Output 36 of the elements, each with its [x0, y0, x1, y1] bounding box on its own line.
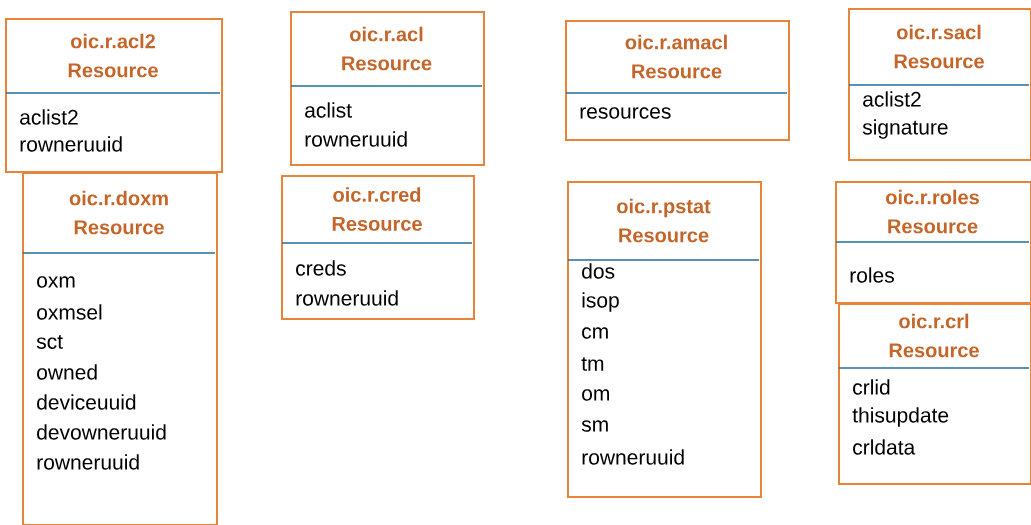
attribute-text: rowneruuid [20, 136, 122, 152]
attribute-text: aclist2 [20, 109, 78, 125]
attribute-text: rowneruuid [305, 131, 407, 147]
attribute-text: sm [581, 420, 608, 432]
attribute-text: aclist2 [863, 91, 921, 107]
attribute-text: roles [850, 267, 894, 283]
attribute-text: tm [581, 357, 604, 371]
attribute-text: om [582, 389, 609, 401]
attribute-text: owned [37, 364, 97, 380]
attribute-text: cm [582, 327, 608, 339]
attribute-text: resources [580, 107, 671, 119]
heading-text: oic.r.doxm Resource [69, 190, 168, 235]
attribute-text: oxmsel [37, 304, 102, 320]
heading-text: oic.r.crl Resource [889, 313, 979, 358]
attribute-text: sct [36, 335, 63, 349]
attribute-text: rowneruuid [582, 449, 684, 465]
heading-text: oic.r.acl2 Resource [68, 33, 158, 78]
attribute-text: crlid [853, 379, 890, 395]
heading-text: oic.r.amacl Resource [625, 34, 727, 79]
attribute-text: deviceuuid [37, 394, 136, 410]
heading-text: oic.r.acl Resource [342, 26, 432, 71]
attribute-text: isop [582, 292, 619, 312]
attribute-text: rowneruuid [296, 290, 398, 306]
heading-text: oic.r.pstat Resource [617, 198, 711, 243]
heading-text: oic.r.cred Resource [332, 187, 422, 231]
attribute-text: creds [296, 260, 346, 276]
attribute-text: oxm [37, 276, 75, 288]
attribute-text: devowneruuid [37, 424, 166, 440]
attribute-text: dos [582, 263, 615, 279]
attribute-text: thisupdate [852, 407, 949, 427]
attribute-text: aclist [305, 102, 352, 118]
attribute-text: rowneruuid [37, 454, 139, 470]
attribute-text: crldata [853, 439, 916, 455]
heading-text: oic.r.sacl Resource [894, 24, 984, 69]
heading-text: oic.r.roles Resource [886, 189, 979, 234]
attribute-text: signature [862, 119, 948, 139]
